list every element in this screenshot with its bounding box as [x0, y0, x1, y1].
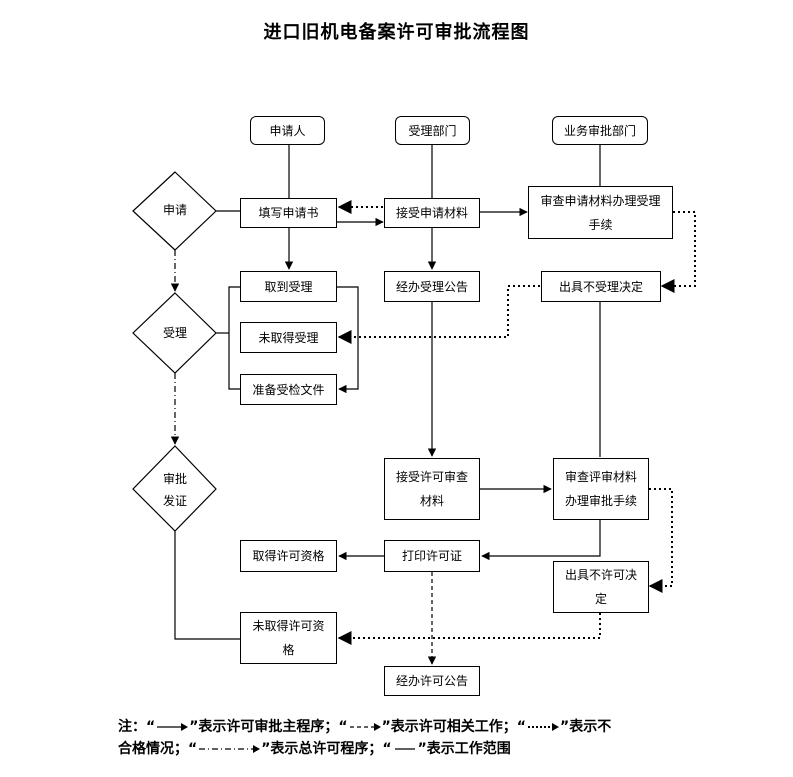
box-issue-deny-line2: 定 [594, 592, 607, 606]
box-fill-form: 填写申请书 [240, 198, 337, 228]
legend-unqualified-label-b: 合格情况；“ [118, 741, 198, 757]
legend-dashed-arrow-icon [349, 723, 381, 731]
box-receive-materials: 接受申请材料 [384, 198, 480, 228]
box-review-materials-line2: 手续 [588, 217, 613, 232]
box-prepare-docs: 准备受检文件 [240, 374, 337, 405]
box-print-permit: 打印许可证 [384, 540, 480, 572]
arrow-get-acceptance-to-prepare [337, 286, 359, 394]
box-not-accepted: 未取得受理 [240, 322, 337, 353]
box-no-permit: 未取得许可资 格 [240, 612, 337, 664]
box-get-permit: 取得许可资格 [240, 540, 337, 572]
box-receive-review-materials: 接受许可审查 材料 [384, 458, 480, 520]
legend-overall-label: ”表示总许可程序；“ [261, 741, 392, 757]
box-acceptance-notice: 经办受理公告 [384, 271, 480, 302]
legend-unqualified-label-a: ”表示不 [560, 719, 612, 735]
diamond-apply-label: 申请 [162, 203, 187, 217]
diamond-accept-label: 受理 [162, 326, 187, 340]
legend-scope-line-icon [394, 748, 415, 750]
diamond-approve-label-line2: 发证 [162, 494, 187, 508]
box-get-acceptance: 取到受理 [240, 271, 337, 302]
legend-scope-label: ”表示工作范围 [417, 741, 511, 757]
diamond-approve-label: 审批 发证 [140, 468, 210, 512]
box-issue-deny-line1: 出具不许可决 [564, 568, 637, 582]
box-review-permit-line1: 审查评审材料 [564, 470, 637, 484]
box-permit-notice: 经办许可公告 [384, 666, 480, 696]
dotted-arrow-rejection-to-not-accepted [337, 285, 540, 344]
lane-header-acceptance-dept: 受理部门 [395, 116, 470, 145]
arrow-review-permit-to-print [481, 520, 601, 561]
box-review-materials-line1: 审查申请材料办理受理 [540, 193, 661, 208]
lane-header-business-dept: 业务审批部门 [552, 116, 648, 145]
dotted-arrow-review-to-rejection [660, 211, 696, 293]
diamond-approve-label-line1: 审批 [162, 472, 187, 486]
legend-prefix: 注：“ [118, 719, 156, 735]
scope-line-approve [174, 531, 240, 640]
lane-header-applicant: 申请人 [250, 116, 325, 145]
box-no-permit-line2: 格 [282, 643, 295, 657]
legend-related-label: ”表示许可相关工作；“ [381, 719, 527, 735]
box-review-materials: 审查申请材料办理受理 手续 [528, 186, 673, 239]
page-title: 进口旧机电备案许可审批流程图 [263, 22, 530, 43]
box-receive-review-materials-line1: 接受许可审查 [395, 470, 468, 484]
box-receive-review-materials-line2: 材料 [419, 494, 444, 508]
scope-bracket-accept [228, 286, 240, 390]
legend-main-label: ”表示许可审批主程序；“ [189, 719, 348, 735]
box-issue-rejection: 出具不受理决定 [541, 271, 661, 302]
dotted-arrow-deny-to-no-permit [337, 613, 601, 645]
box-review-permit: 审查评审材料 办理审批手续 [553, 458, 649, 520]
dotted-arrow-review-permit-to-deny [648, 488, 673, 593]
box-review-permit-line2: 办理审批手续 [564, 494, 637, 508]
legend-dashdot-arrow-icon [199, 745, 261, 753]
legend-dotted-arrow-icon [528, 723, 560, 731]
legend-solid-arrow-icon [157, 723, 189, 731]
box-no-permit-line1: 未取得许可资 [252, 619, 325, 633]
box-issue-deny: 出具不许可决 定 [553, 561, 649, 613]
legend-note: 注：“ ”表示许可审批主程序；“ ”表示许可相关工作；“ ”表示不合格情况；“ ”表示总… [118, 716, 688, 760]
